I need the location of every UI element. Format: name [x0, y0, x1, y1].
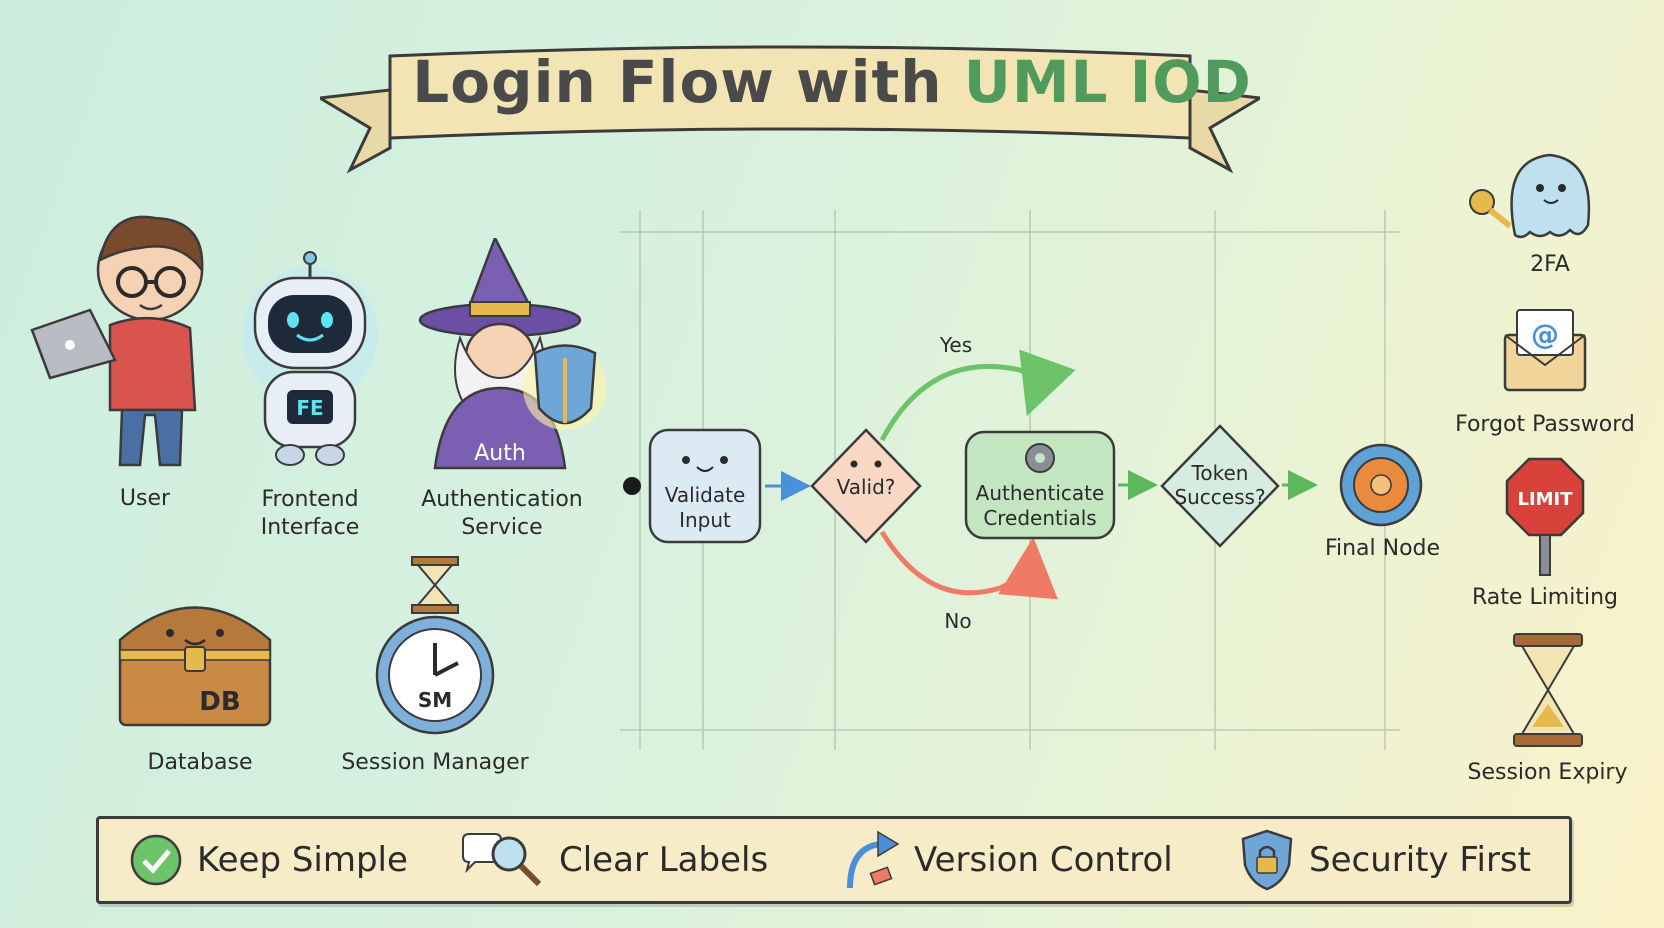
magnifier-icon [462, 833, 542, 887]
title-banner [320, 45, 1260, 174]
forgot-password-envelope: @ [1503, 309, 1587, 392]
yes-arrow [879, 349, 1076, 442]
actor-label-database: Database [147, 750, 253, 775]
extra-label-forgot-password: Forgot Password [1455, 412, 1635, 437]
svg-text:Input: Input [679, 508, 731, 532]
auth-wizard: Auth [418, 238, 607, 470]
authenticate-credentials-node: Authenticate Credentials [964, 430, 1116, 540]
svg-text:Success?: Success? [1174, 485, 1265, 509]
session-expiry-hourglass [1513, 633, 1583, 747]
svg-text:Authenticate: Authenticate [976, 481, 1105, 505]
curved-arrow-icon [847, 830, 900, 889]
svg-text:Credentials: Credentials [983, 506, 1096, 530]
tip-version-control: Version Control [844, 819, 1173, 901]
check-icon [130, 834, 182, 886]
database-chest: DB [118, 606, 272, 727]
yes-label: Yes [939, 333, 972, 357]
svg-text:Validate: Validate [665, 483, 746, 507]
svg-text:DB: DB [199, 687, 240, 717]
tip-clear-labels: Clear Labels [459, 819, 768, 901]
twofa-ghost [1469, 153, 1591, 239]
shield-lock-icon [1241, 829, 1293, 891]
extra-label-rate-limiting: Rate Limiting [1472, 585, 1618, 610]
svg-text:Valid?: Valid? [837, 475, 896, 499]
frontend-robot: FE [242, 251, 378, 466]
actor-label-user: User [119, 486, 171, 511]
svg-text:LIMIT: LIMIT [1517, 489, 1573, 510]
final-node [1339, 443, 1423, 527]
actor-label-session-manager: Session Manager [341, 750, 529, 775]
rate-limit-sign: LIMIT [1505, 457, 1585, 576]
session-manager-clock: SM [375, 556, 495, 735]
validate-input-node: Validate Input [648, 428, 762, 544]
best-practices-bar: Keep Simple Clear Labels Version Control… [96, 816, 1572, 904]
svg-text:Token: Token [1191, 461, 1249, 485]
page-title: Login Flow with UML IOD [412, 48, 1252, 116]
tip-security-first: Security First [1239, 819, 1531, 901]
svg-text:@: @ [1531, 318, 1559, 351]
final-node-label: Final Node [1324, 536, 1441, 561]
extra-label-session-expiry: Session Expiry [1467, 760, 1628, 785]
no-label: No [944, 609, 971, 633]
svg-text:SM: SM [418, 688, 452, 712]
valid-decision-node: Valid? [810, 428, 922, 544]
initial-node [623, 477, 641, 495]
svg-text:Auth: Auth [474, 441, 526, 466]
svg-text:FE: FE [296, 396, 323, 420]
token-success-decision-node: Token Success? [1160, 424, 1280, 548]
no-arrow [879, 530, 1058, 600]
tip-keep-simple: Keep Simple [129, 819, 408, 901]
user-character [30, 215, 204, 467]
flow-diagram: Validate Input Valid? Yes No Authenticat… [623, 333, 1423, 633]
extra-label-2fa: 2FA [1530, 252, 1570, 277]
